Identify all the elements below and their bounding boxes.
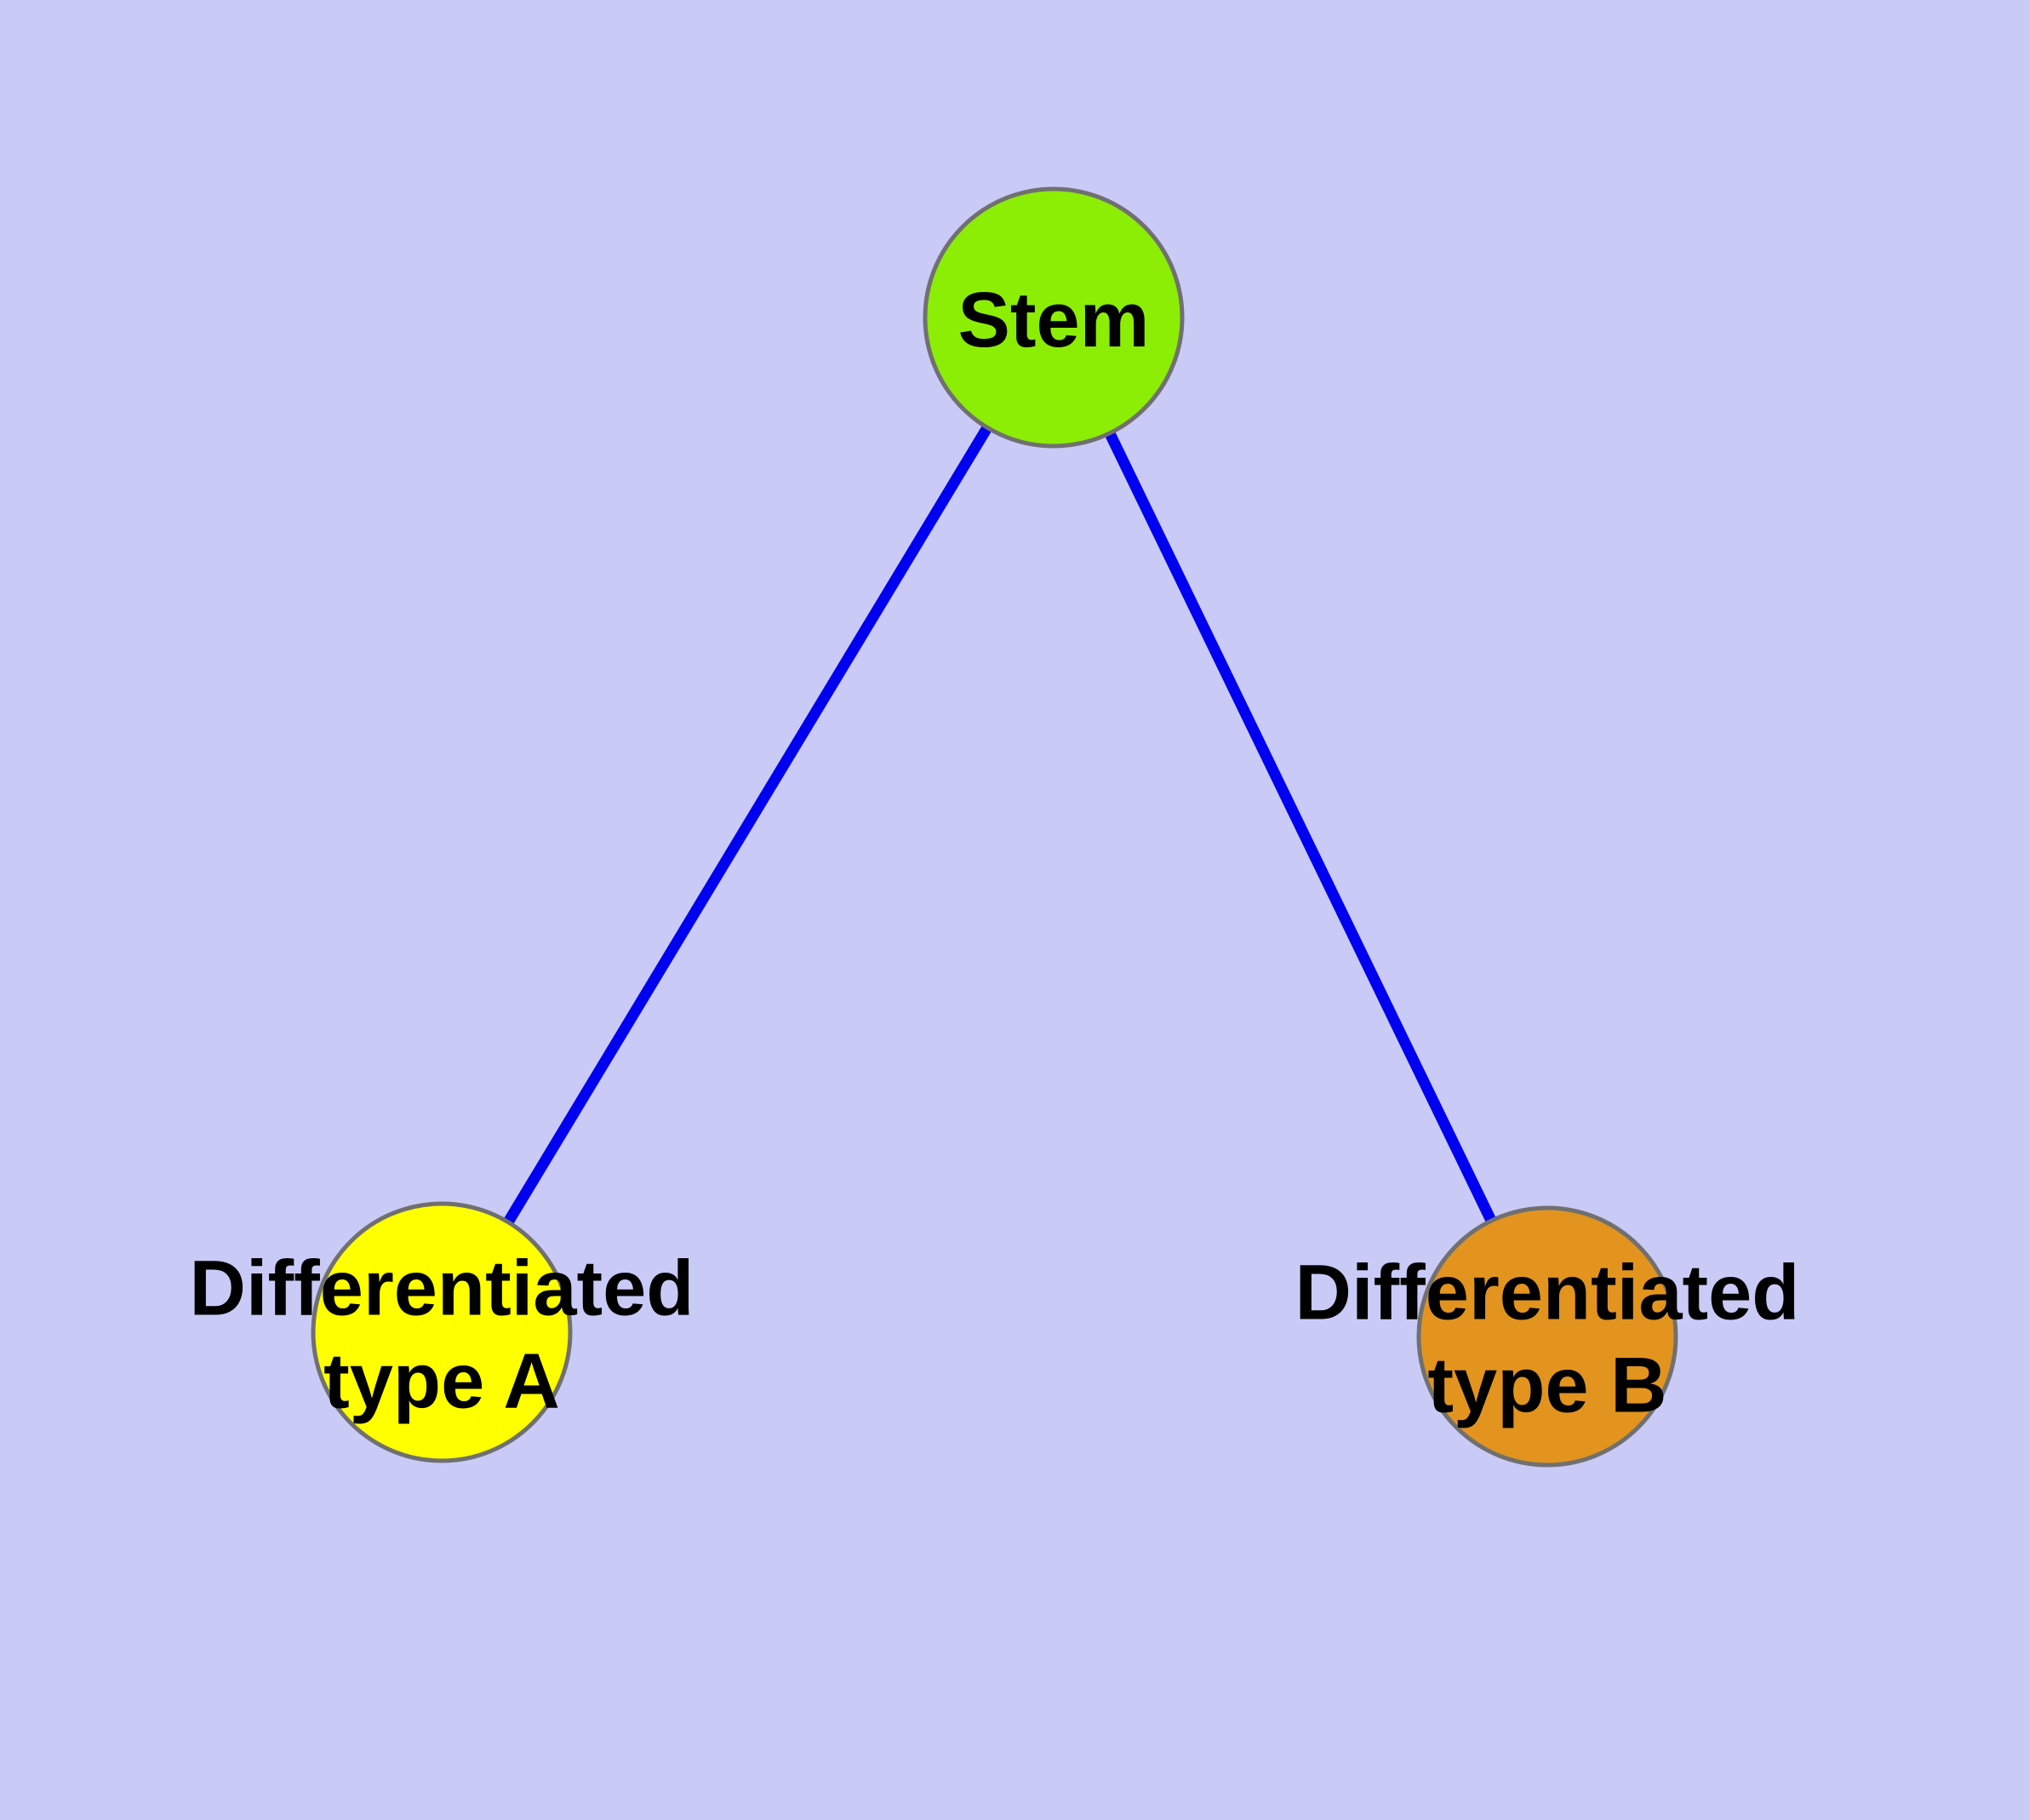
node-label-line: type A	[323, 1338, 560, 1425]
node-circle-differentiated-type-a	[311, 1201, 573, 1463]
node-label-line: Stem	[958, 277, 1150, 363]
node-circle-differentiated-type-b	[1416, 1205, 1678, 1468]
edges-layer	[437, 314, 1552, 1339]
edge-stem-to-differentiated-type-b	[1049, 315, 1552, 1339]
node-label-line: Differentiated	[1295, 1250, 1800, 1336]
node-label-line: type B	[1427, 1342, 1666, 1429]
node-label-stem: Stem	[958, 277, 1150, 363]
node-circle-stem	[923, 186, 1185, 449]
node-label-line: Differentiated	[190, 1245, 694, 1332]
nodes-layer	[311, 186, 1678, 1468]
edge-stem-to-differentiated-type-a	[437, 314, 1059, 1336]
